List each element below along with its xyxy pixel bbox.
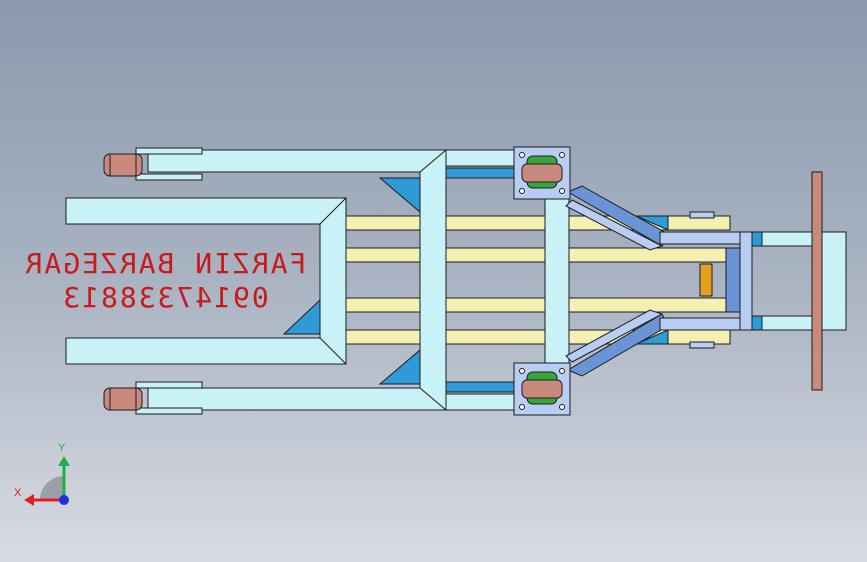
drawbar-stays <box>565 185 669 377</box>
watermark-phone: 09147338813 <box>61 281 269 314</box>
center-axle <box>699 263 713 297</box>
x-axis-label: X <box>14 487 22 499</box>
drawbar-head <box>725 231 847 331</box>
axle-bracket-bottom <box>513 362 571 416</box>
axle-cross-member <box>544 197 570 365</box>
y-axis-label: Y <box>58 442 66 454</box>
steering-handle <box>811 171 823 391</box>
rear-caster-top <box>103 147 203 181</box>
side-members <box>445 149 517 411</box>
axle-bracket-top <box>513 146 571 200</box>
coordinate-triad <box>24 456 70 506</box>
rear-u-frame <box>65 197 347 365</box>
watermark-name: FARZIN BARZEGAR <box>23 247 307 280</box>
rear-caster-bottom <box>103 381 203 415</box>
